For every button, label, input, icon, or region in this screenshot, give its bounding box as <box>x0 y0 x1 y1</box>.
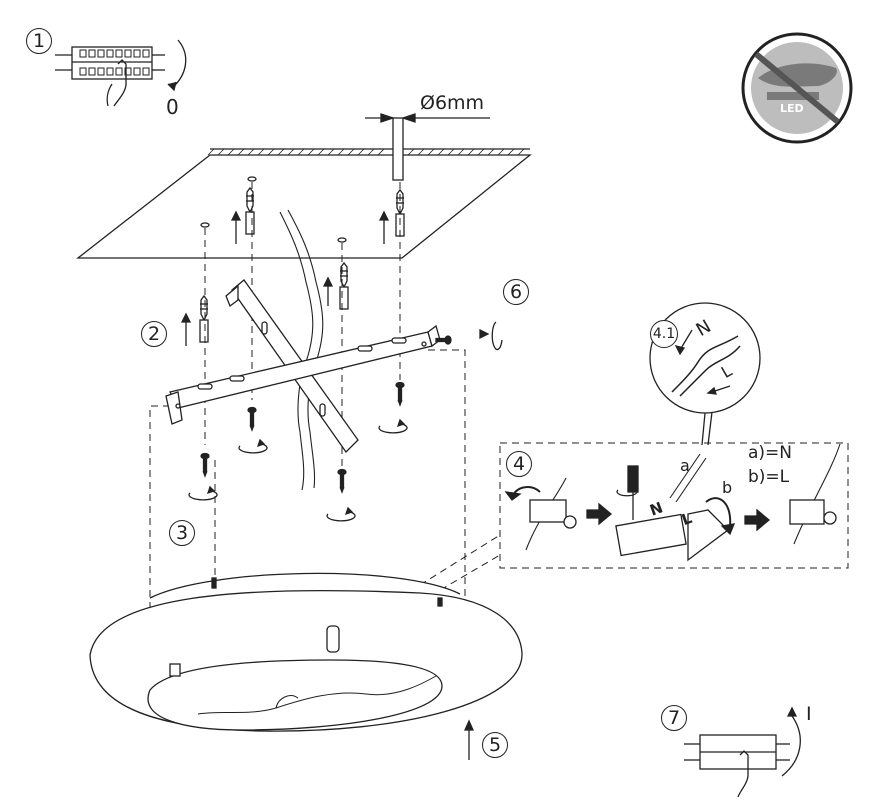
up-arrows <box>180 210 475 760</box>
step-2-marker: 2 <box>141 321 167 347</box>
step-7-marker: 7 <box>661 705 687 731</box>
breaker-off-icon <box>55 46 165 107</box>
led-badge-text: LED <box>780 102 804 115</box>
wire-a-label: a <box>680 456 690 475</box>
switch-off-label: 0 <box>166 95 179 119</box>
ceiling-plate <box>76 113 532 259</box>
wiring-panel <box>499 442 849 569</box>
drill-diameter-label: Ø6mm <box>420 92 485 114</box>
step-4-1-marker: 4.1 <box>650 320 678 348</box>
rotate-arrow-on <box>781 715 801 777</box>
rotate-arrows <box>188 321 503 522</box>
lamp-shade <box>89 572 523 732</box>
step-1-marker: 1 <box>26 28 52 54</box>
step-3-marker: 3 <box>169 520 195 546</box>
rotate-arrow-off <box>171 39 187 89</box>
switch-on-label: I <box>806 703 812 725</box>
arrow-head <box>167 81 177 92</box>
legend-b: b)=L <box>748 467 790 487</box>
no-touch-led-badge <box>741 32 853 144</box>
breaker-on-icon <box>684 734 790 798</box>
screws <box>200 335 452 494</box>
step-6-marker: 6 <box>503 279 529 305</box>
wire-b-label: b <box>722 478 733 497</box>
mounting-bracket <box>165 279 441 454</box>
arrow-head-on <box>786 706 798 717</box>
step-4-marker: 4 <box>506 451 532 477</box>
step-5-marker: 5 <box>482 732 508 758</box>
legend-a: a)=N <box>748 443 793 463</box>
